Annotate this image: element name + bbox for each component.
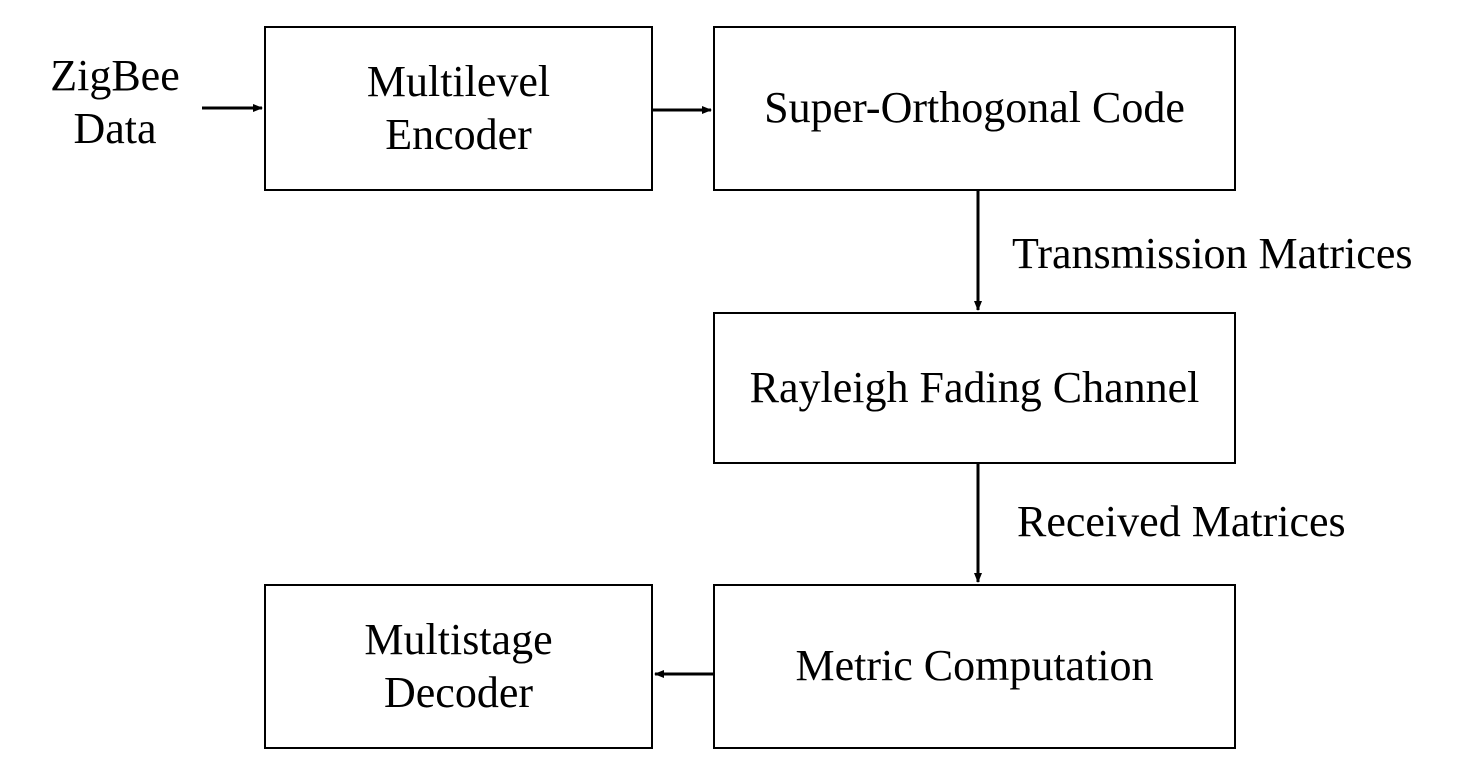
input-label-line2: Data (73, 103, 157, 153)
received-matrices-label: Received Matrices (1017, 497, 1346, 546)
decoder-label-line2: Decoder (383, 667, 533, 717)
input-label-line1: ZigBee (50, 51, 180, 100)
super-orthogonal-code-block: Super-Orthogonal Code (713, 26, 1236, 191)
transmission-matrices-label: Transmission Matrices (1012, 229, 1413, 278)
rayleigh-fading-channel-block: Rayleigh Fading Channel (713, 312, 1236, 464)
metric-label: Metric Computation (795, 641, 1154, 691)
metric-computation-block: Metric Computation (713, 584, 1236, 749)
input-label-zigbee-data: ZigBee Data (30, 50, 200, 156)
encoder-label-line2: Encoder (385, 109, 532, 159)
multilevel-encoder-block: Multilevel Encoder (264, 26, 653, 191)
decoder-label-line1: Multistage (364, 614, 553, 664)
multistage-decoder-block: Multistage Decoder (264, 584, 653, 749)
rayleigh-label: Rayleigh Fading Channel (749, 362, 1200, 412)
encoder-label-line1: Multilevel (366, 56, 551, 106)
super-orthogonal-label: Super-Orthogonal Code (764, 83, 1185, 133)
